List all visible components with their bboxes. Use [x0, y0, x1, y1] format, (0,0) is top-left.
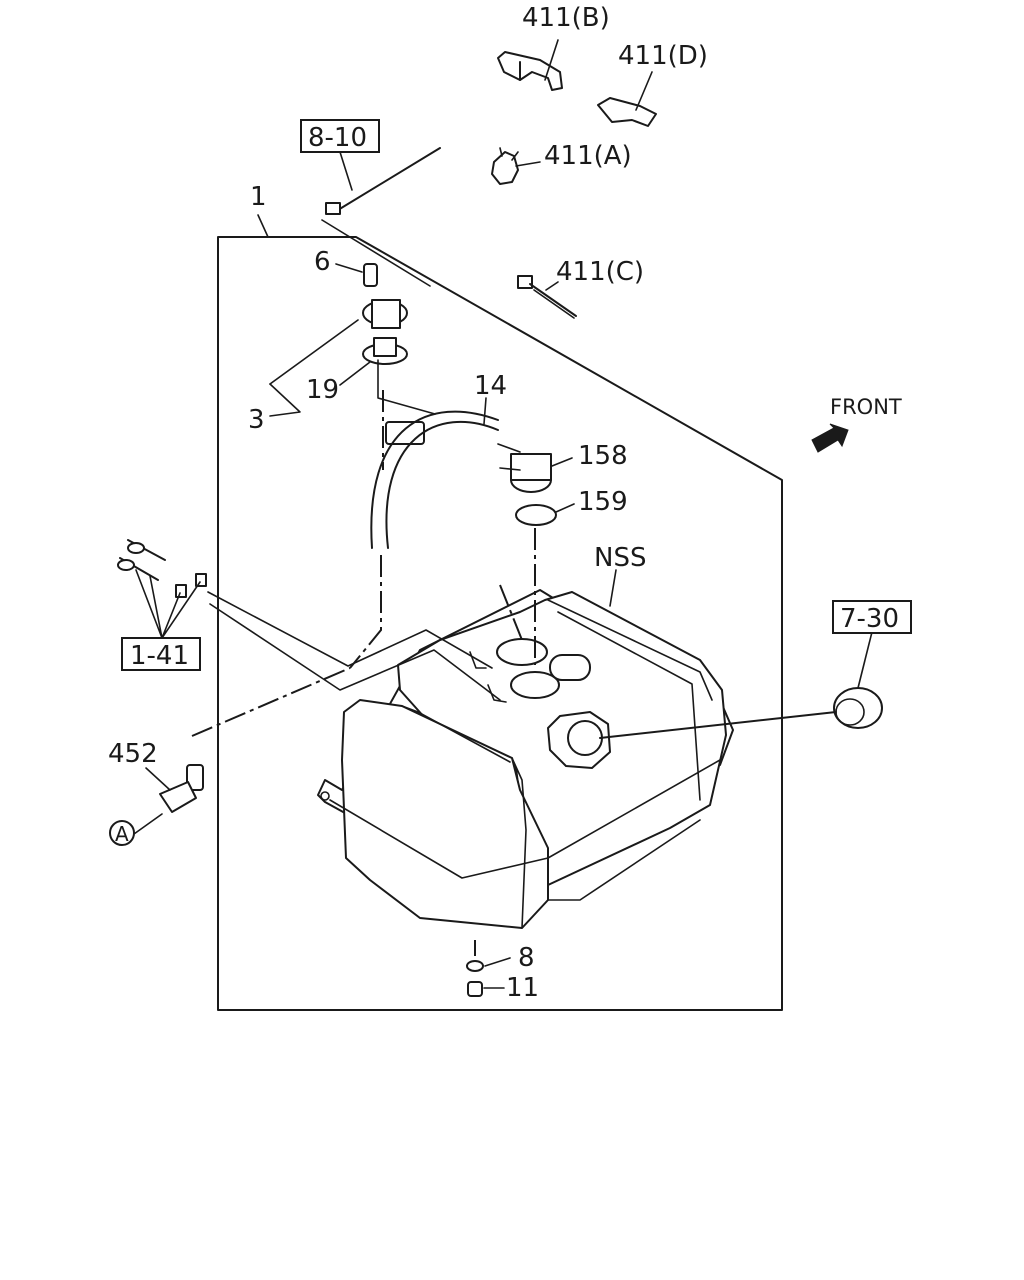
label-circle-a: A — [115, 822, 129, 846]
label-411d: 411(D) — [618, 41, 708, 71]
float-19 — [385, 421, 425, 445]
label-158: 158 — [578, 441, 628, 471]
ref-box-1-41 — [121, 637, 201, 671]
label-front: FRONT — [830, 395, 902, 419]
label-8-10: 8-10 — [308, 123, 367, 153]
connector-8-10 — [325, 202, 341, 215]
fuel-tank — [317, 589, 734, 929]
circle-a-marker — [109, 820, 135, 846]
ref-box-7-30 — [832, 600, 912, 634]
label-411a: 411(A) — [544, 141, 632, 171]
label-14: 14 — [474, 371, 507, 401]
pump-port — [510, 671, 560, 699]
bracket-411b — [497, 51, 563, 91]
washer-8 — [466, 960, 484, 972]
label-411c: 411(C) — [556, 257, 644, 287]
label-6: 6 — [314, 247, 331, 277]
filler-opening — [567, 720, 603, 756]
label-11: 11 — [506, 973, 539, 1003]
label-1: 1 — [250, 182, 267, 212]
ref-box-8-10 — [300, 119, 380, 153]
label-1-41: 1-41 — [130, 641, 189, 671]
label-7-30: 7-30 — [840, 604, 899, 634]
wire-8-10 — [337, 147, 441, 211]
strap-411d — [597, 97, 657, 127]
front-arrow-icon — [811, 423, 849, 453]
connector-452 — [159, 764, 204, 813]
label-159: 159 — [578, 487, 628, 517]
label-452: 452 — [108, 739, 158, 769]
pump-158 — [497, 443, 552, 493]
hoses-1-41 — [117, 539, 207, 598]
tube-14 — [385, 420, 499, 549]
plug-11 — [467, 981, 483, 997]
gasket-159 — [515, 504, 557, 526]
label-411b: 411(B) — [522, 3, 610, 33]
screw-6 — [363, 263, 378, 287]
clip-411a — [491, 147, 519, 185]
cable-tie-411c — [517, 275, 577, 319]
label-nss: NSS — [594, 543, 646, 573]
sender-port — [496, 638, 548, 666]
assembly-frame — [217, 236, 783, 1011]
tank-boss — [549, 654, 591, 681]
label-8: 8 — [518, 943, 535, 973]
label-3: 3 — [248, 405, 265, 435]
label-19: 19 — [306, 375, 339, 405]
